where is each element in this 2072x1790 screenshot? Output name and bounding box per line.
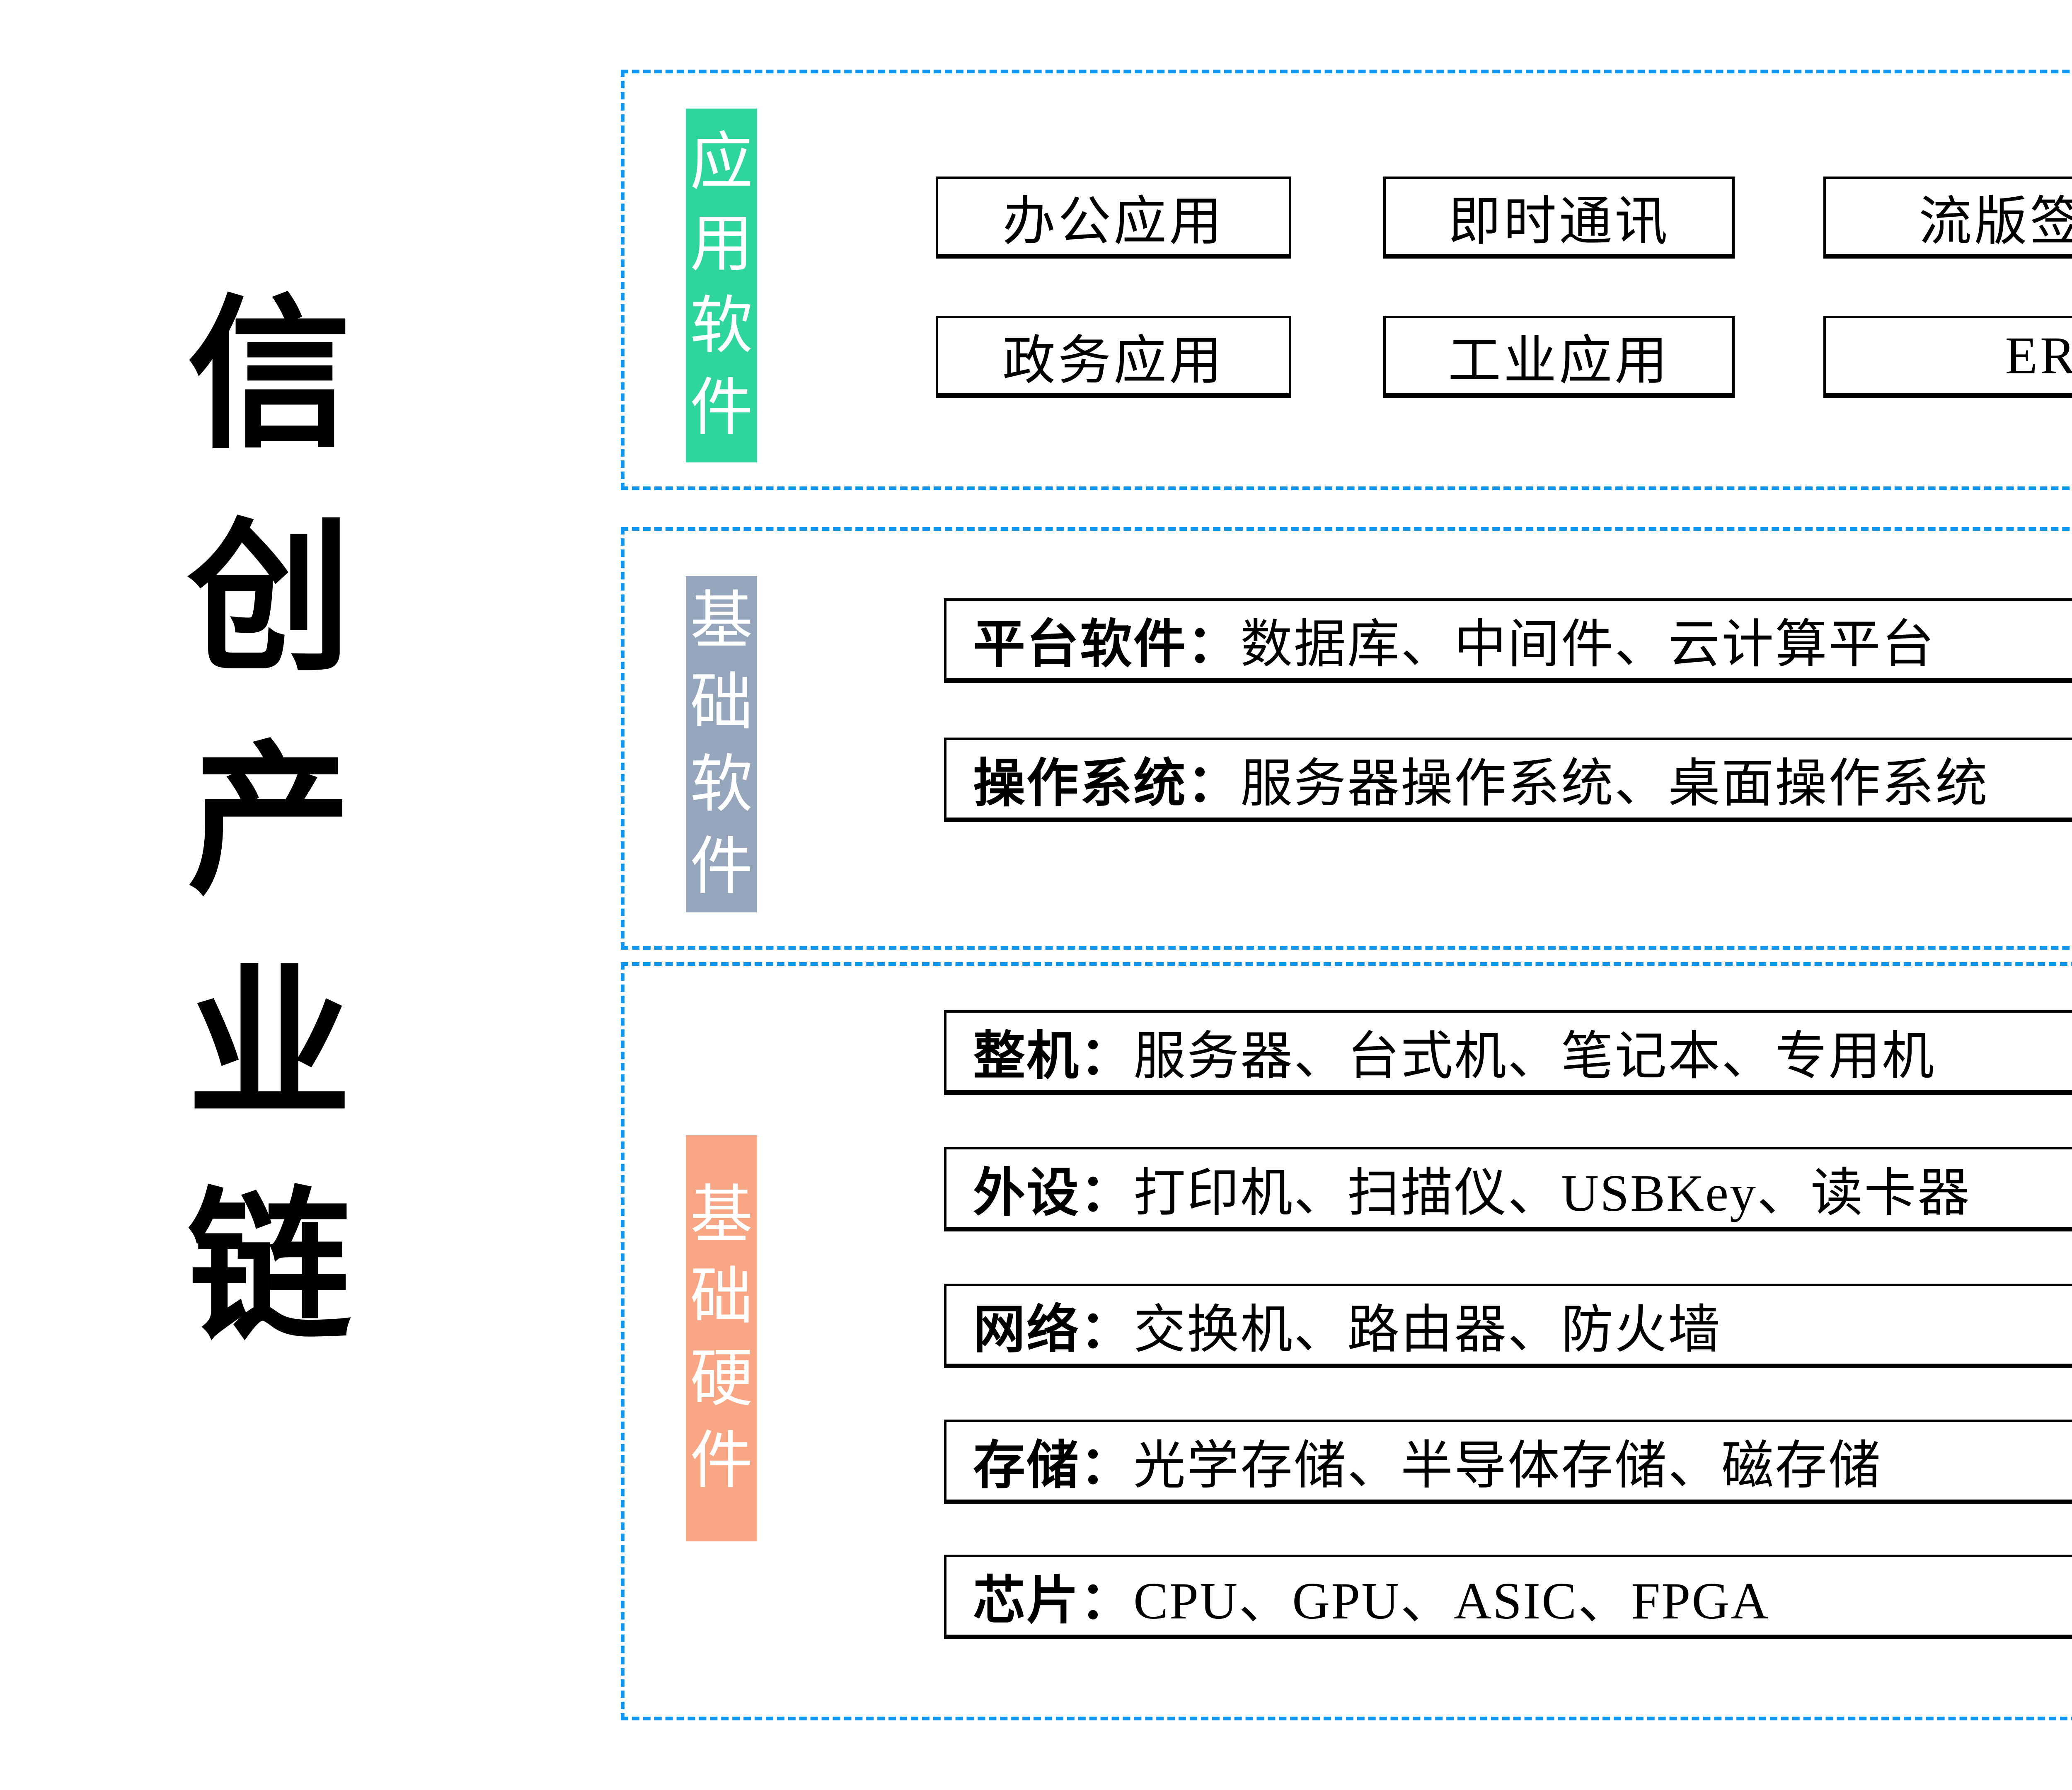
row-lead-label: 存储： [973, 1437, 1133, 1495]
layer-label-basic-software: 基 础 软 件 [686, 576, 757, 912]
basic-hardware-row[interactable]: 存储： 光学存储、半导体存储、磁存储 [944, 1420, 2072, 1504]
row-detail-label: CPU、GPU、ASIC、FPGA [1133, 1572, 1770, 1630]
page-title-char: 产 [187, 732, 351, 914]
basic-hardware-row[interactable]: 外设： 打印机、扫描仪、USBKey、读卡器 [944, 1147, 2072, 1231]
app-item-box[interactable]: 流版签软件 [1823, 177, 2072, 259]
layer-label-application-software: 应 用 软 件 [686, 109, 757, 462]
row-detail-label: 打印机、扫描仪、USBKey、读卡器 [1133, 1164, 1971, 1222]
row-detail-label: 数据库、中间件、云计算平台 [1240, 616, 1935, 674]
layer-basic-hardware [621, 962, 2072, 1720]
page-title: 信 创 产 业 链 [174, 265, 365, 1533]
app-item-box[interactable]: 工业应用 [1383, 316, 1735, 398]
layer-label-char: 软 [690, 291, 753, 361]
row-detail-label: 服务器操作系统、桌面操作系统 [1240, 755, 1989, 813]
layer-label-char: 础 [690, 668, 753, 738]
layer-label-char: 础 [690, 1262, 753, 1332]
page-title-char: 信 [187, 285, 351, 467]
basic-hardware-row[interactable]: 芯片： CPU、GPU、ASIC、FPGA [944, 1555, 2072, 1639]
row-detail-label: 交换机、路由器、防火墙 [1133, 1301, 1721, 1359]
layer-label-char: 件 [690, 832, 753, 902]
basic-software-row[interactable]: 平台软件： 数据库、中间件、云计算平台 [944, 598, 2072, 683]
page-title-char: 业 [187, 955, 351, 1137]
layer-label-char: 用 [690, 209, 753, 279]
app-item-box[interactable]: 即时通讯 [1383, 177, 1735, 259]
layer-label-char: 基 [690, 1180, 753, 1250]
layer-label-char: 软 [690, 750, 753, 820]
basic-software-row[interactable]: 操作系统： 服务器操作系统、桌面操作系统 [944, 738, 2072, 822]
row-detail-label: 服务器、台式机、笔记本、专用机 [1133, 1028, 1935, 1086]
row-lead-label: 平台软件： [973, 616, 1240, 674]
app-item-box[interactable]: 政务应用 [936, 316, 1291, 398]
row-lead-label: 整机： [973, 1028, 1133, 1086]
row-lead-label: 外设： [973, 1164, 1133, 1222]
page-title-char: 链 [187, 1178, 351, 1360]
layer-label-char: 应 [690, 127, 753, 197]
layer-label-char: 件 [690, 373, 753, 443]
row-lead-label: 操作系统： [973, 755, 1240, 813]
row-lead-label: 网络： [973, 1301, 1133, 1359]
layer-basic-software [621, 527, 2072, 950]
layer-label-basic-hardware: 基 础 硬 件 [686, 1135, 757, 1541]
page-title-char: 创 [187, 508, 351, 691]
layer-application-software [621, 70, 2072, 490]
basic-hardware-row[interactable]: 网络： 交换机、路由器、防火墙 [944, 1284, 2072, 1368]
basic-hardware-row[interactable]: 整机： 服务器、台式机、笔记本、专用机 [944, 1010, 2072, 1095]
app-item-box[interactable]: 办公应用 [936, 177, 1291, 259]
row-lead-label: 芯片： [973, 1572, 1133, 1630]
layer-label-char: 件 [690, 1426, 753, 1496]
app-item-box[interactable]: ERP [1823, 316, 2072, 398]
layer-label-char: 硬 [690, 1344, 753, 1414]
row-detail-label: 光学存储、半导体存储、磁存储 [1133, 1437, 1882, 1495]
layer-label-char: 基 [690, 586, 753, 656]
